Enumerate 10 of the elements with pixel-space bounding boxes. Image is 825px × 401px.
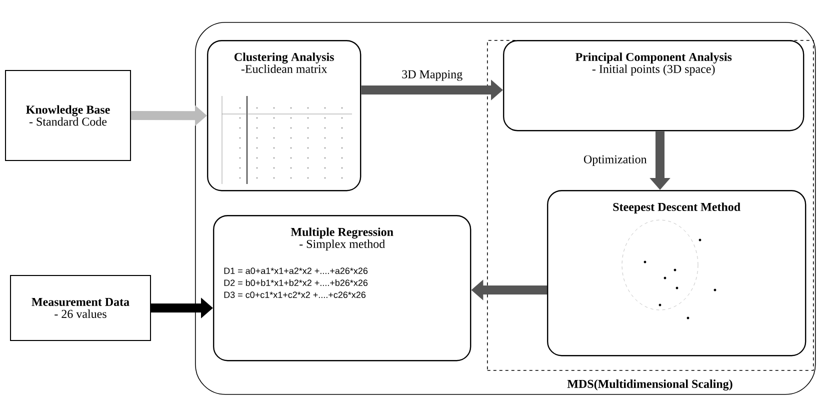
node-label: MDS(Multidimensional Scaling)	[567, 380, 732, 390]
process-box: Multiple Regression - Simplex method D1 = a0+a1*x1+a2*x2 +....+a26*x26 D2 = b0+b1*x1+b2*x2 +....+b26*x26 D3 = c0+c1*x1+c2*x2 +....+c26*x26	[213, 215, 472, 362]
source-box: Knowledge Base - Standard Code	[5, 70, 131, 161]
edge-label: Optimization	[584, 155, 647, 166]
process-box: Steepest Descent Method	[547, 190, 806, 356]
container-box	[195, 22, 816, 395]
edge-label: 3D Mapping	[402, 70, 462, 81]
process-box: Clustering Analysis -Euclidean matrix	[207, 40, 362, 192]
process-box: Principal Component Analysis - Initial points (3D space)	[503, 40, 804, 132]
source-box: Measurement Data - 26 values	[10, 275, 151, 341]
